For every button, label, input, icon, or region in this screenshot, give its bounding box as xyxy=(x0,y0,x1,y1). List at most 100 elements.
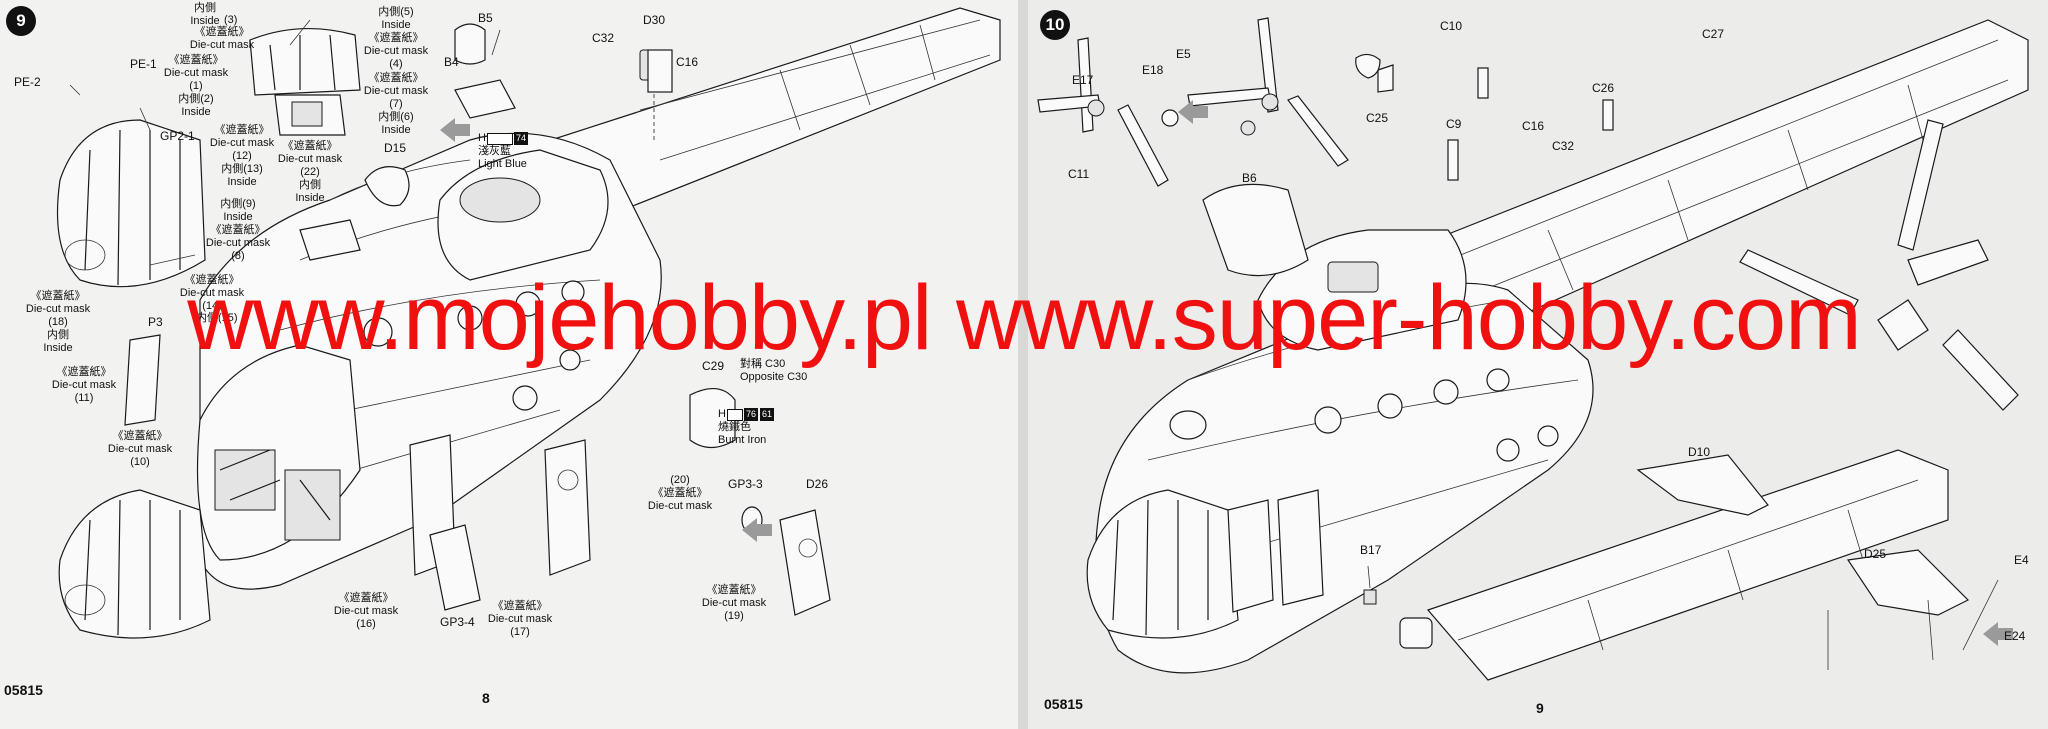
mask-9-inside-en: Inside xyxy=(223,211,253,223)
opposite-c30-cn: 對稱 C30 xyxy=(740,358,786,370)
step-number-badge: 10 xyxy=(1040,10,1070,40)
mask-8-en: Die-cut mask xyxy=(205,237,271,249)
product-code: 05815 xyxy=(1044,696,1083,712)
paint-code-2: 61 xyxy=(759,408,774,421)
mask-16-en: Die-cut mask xyxy=(333,605,399,617)
paint-swatch xyxy=(726,408,743,421)
mask-20-en: Die-cut mask xyxy=(647,500,713,512)
mask-20-cn: 《遮蓋紙》 xyxy=(652,487,708,499)
part-label-b4: B4 xyxy=(444,55,459,69)
mask-12-number: (12) xyxy=(232,150,252,162)
part-label-e18: E18 xyxy=(1142,63,1164,77)
part-label-c26: C26 xyxy=(1592,81,1615,95)
mask-10-number: (10) xyxy=(130,456,150,468)
mask-4-number: (4) xyxy=(389,58,403,70)
mask-6-inside-cn: 内側 xyxy=(378,111,401,123)
mask-11-cn: 《遮蓋紙》 xyxy=(56,366,112,378)
part-label-gp3-3: GP3-3 xyxy=(728,477,763,491)
mask-4-en: Die-cut mask xyxy=(363,45,429,57)
step-number-badge: 9 xyxy=(6,6,36,36)
mask-annotation-3: 内側 Inside xyxy=(190,2,219,28)
part-label-c32: C32 xyxy=(1552,139,1575,153)
part-label-b6: B6 xyxy=(1242,171,1257,185)
paint-name-en: Burnt Iron xyxy=(718,434,767,447)
part-label-gp2-1: GP2-1 xyxy=(160,129,195,143)
part-label-d30: D30 xyxy=(643,13,666,27)
mask-annotation-7: 《遮蓋紙》 Die-cut mask (7) 内側(6) Inside xyxy=(364,72,428,137)
mask-annotation-14: 《遮蓋紙》 Die-cut mask (14) xyxy=(180,274,244,313)
mask-4-cn: 《遮蓋紙》 xyxy=(368,32,424,44)
mask-11-number: (11) xyxy=(74,392,94,404)
paint-name-en: Light Blue xyxy=(478,158,527,171)
part-label-d25: D25 xyxy=(1864,547,1887,561)
mask-10-cn: 《遮蓋紙》 xyxy=(112,430,168,442)
mask-3-inside-cn: 内側 xyxy=(193,2,216,14)
paint-swatch xyxy=(486,132,513,145)
mask-8-cn: 《遮蓋紙》 xyxy=(210,224,266,236)
mask-22-en: Die-cut mask xyxy=(277,153,343,165)
watermark-text: www.mojehobby.pl www.super-hobby.com xyxy=(187,267,1862,369)
mask-annotation-19: 《遮蓋紙》 Die-cut mask (19) xyxy=(702,584,766,623)
mask-2-inside-en: Inside xyxy=(181,106,211,118)
mask-18-en: Die-cut mask xyxy=(25,303,91,315)
mask-19-cn: 《遮蓋紙》 xyxy=(706,584,762,596)
part-label-c16: C16 xyxy=(1522,119,1545,133)
paint-h-label: H xyxy=(478,132,486,145)
part-label-p3: P3 xyxy=(148,315,163,329)
mask-22-number: (22) xyxy=(300,166,320,178)
mask-17-en: Die-cut mask xyxy=(487,613,553,625)
mask-9-number: (9) xyxy=(242,198,256,210)
mask-11-en: Die-cut mask xyxy=(51,379,117,391)
mask-7-en: Die-cut mask xyxy=(363,85,429,97)
helicopter-assembly-drawing-step-10 xyxy=(1037,17,2029,681)
mask-16-number: (16) xyxy=(356,618,376,630)
page-number: 9 xyxy=(1536,700,1544,716)
mask-6-number: (6) xyxy=(400,111,414,123)
part-label-c11: C11 xyxy=(1068,167,1090,181)
part-label-c32: C32 xyxy=(592,31,615,45)
mask-13-number: (13) xyxy=(243,163,263,175)
mask-18-inside-en: Inside xyxy=(43,342,73,354)
mask-18-cn: 《遮蓋紙》 xyxy=(30,290,86,302)
mask-13-inside-en: Inside xyxy=(227,176,257,188)
mask-annotation-1: 《遮蓋紙》 Die-cut mask (1) 内側(2) Inside xyxy=(164,54,228,119)
mask-2-number: (2) xyxy=(200,93,214,105)
mask-15-inside-cn: 内側 xyxy=(196,312,218,324)
mask-3-cn: 《遮蓋紙》 xyxy=(194,26,250,38)
mask-19-number: (19) xyxy=(724,610,744,622)
opposite-c30-note: 對稱 C30 Opposite C30 xyxy=(740,358,807,384)
part-label-b5: B5 xyxy=(478,11,493,25)
paint-code: 74 xyxy=(513,132,528,145)
mask-5-inside-cn: 内側 xyxy=(378,6,401,18)
instruction-page-left: 9 PE-2 PE-1 GP2-1 B5 B4 C32 D30 C16 D15 … xyxy=(0,0,1020,729)
mask-10-en: Die-cut mask xyxy=(107,443,173,455)
mask-annotation-11: 《遮蓋紙》 Die-cut mask (11) xyxy=(52,366,116,405)
mask-14-cn: 《遮蓋紙》 xyxy=(184,274,240,286)
mask-annotation-22: 《遮蓋紙》 Die-cut mask (22) 内側 Inside xyxy=(278,140,342,205)
part-label-c27: C27 xyxy=(1702,27,1725,41)
part-label-e5: E5 xyxy=(1176,47,1191,61)
mask-annotation-10: 《遮蓋紙》 Die-cut mask (10) xyxy=(108,430,172,469)
mask-8-number: (8) xyxy=(231,250,245,262)
mask-5-inside-en: Inside xyxy=(381,19,411,31)
mask-annotation-16: 《遮蓋紙》 Die-cut mask (16) xyxy=(334,592,398,631)
product-code: 05815 xyxy=(4,682,43,698)
mask-1-cn: 《遮蓋紙》 xyxy=(168,54,224,66)
part-label-c9: C9 xyxy=(1446,117,1462,131)
mask-17-number: (17) xyxy=(510,626,530,638)
mask-annotation-12: 《遮蓋紙》 Die-cut mask (12) 内側(13) Inside xyxy=(210,124,274,189)
mask-17-cn: 《遮蓋紙》 xyxy=(492,600,548,612)
part-label-gp3-4: GP3-4 xyxy=(440,615,475,629)
mask-7-number: (7) xyxy=(389,98,403,110)
mask-16-cn: 《遮蓋紙》 xyxy=(338,592,394,604)
mask-18-inside-cn: 内側 xyxy=(47,329,69,341)
mask-19-en: Die-cut mask xyxy=(701,597,767,609)
mask-annotation-17: 《遮蓋紙》 Die-cut mask (17) xyxy=(488,600,552,639)
mask-13-inside-cn: 内側 xyxy=(221,163,244,175)
mask-1-number: (1) xyxy=(189,80,203,92)
part-label-c10: C10 xyxy=(1440,19,1463,33)
paint-name-cn: 燒鐵色 xyxy=(718,421,751,434)
mask-5-number: (5) xyxy=(400,6,414,18)
